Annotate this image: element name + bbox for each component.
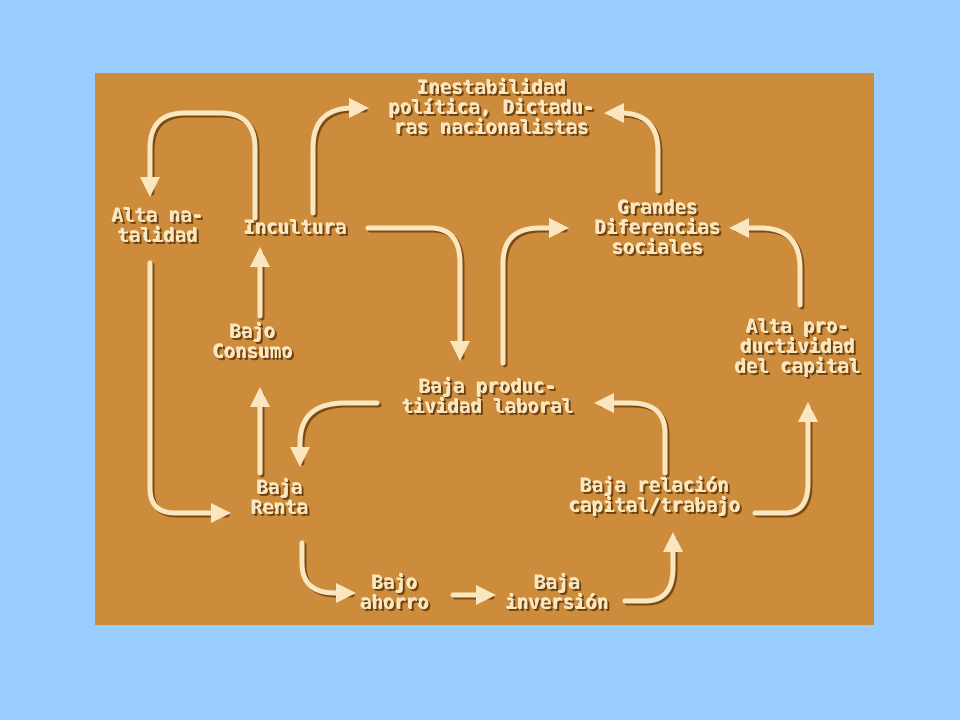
node-bajo-consumo: Bajo Consumo	[193, 322, 313, 362]
arrow-capital-to-diferencias	[729, 218, 803, 308]
node-baja-relacion-capital-trabajo: Baja relación capital/trabajo	[555, 476, 755, 516]
node-line: Alta na-	[112, 205, 204, 227]
node-baja-inversion: Baja inversión	[500, 573, 615, 613]
node-line: política, Dictadu-	[389, 97, 595, 119]
node-line: ras nacionalistas	[394, 117, 590, 139]
node-line: Baja produc-	[419, 376, 557, 398]
arrow-incultura-to-natalidad	[140, 110, 258, 221]
node-line: sociales	[612, 237, 704, 259]
arrow-natalidad-to-baja-renta	[147, 260, 231, 523]
arrow-natalidad-to-baja-renta-shadow	[149, 262, 230, 518]
node-bajo-ahorro: Bajo ahorro	[350, 573, 440, 613]
node-baja-productividad-laboral: Baja produc- tividad laboral	[383, 377, 593, 417]
arrow-incultura-to-inestabilidad-shadow	[312, 107, 368, 218]
node-baja-renta: Baja Renta	[235, 478, 325, 518]
arrow-renta-to-ahorro	[299, 540, 356, 603]
arrow-prod-laboral-to-renta	[290, 400, 380, 467]
arrow-prod-laboral-to-diferencias-shadow	[502, 227, 568, 368]
node-line: talidad	[117, 225, 199, 247]
node-inestabilidad-politica: Inestabilidad política, Dictadu- ras nac…	[377, 78, 607, 138]
node-line: capital/trabajo	[569, 495, 741, 517]
node-line: Baja relación	[580, 475, 730, 497]
node-line: Alta pro-	[746, 316, 850, 338]
node-line: Inestabilidad	[417, 77, 567, 99]
node-line: inversión	[506, 592, 609, 614]
node-line: Diferencias	[595, 217, 721, 239]
arrow-relacion-to-prod-laboral-shadow	[599, 402, 670, 478]
arrows-layer	[140, 98, 818, 606]
node-grandes-diferencias-sociales: Grandes Diferencias sociales	[578, 198, 738, 258]
node-line: del capital	[735, 356, 861, 378]
node-alta-productividad-capital: Alta pro- ductividad del capital	[723, 317, 873, 377]
arrow-relacion-to-capital	[752, 402, 818, 516]
arrow-incultura-to-inestabilidad	[310, 98, 369, 216]
node-line: Consumo	[212, 341, 294, 363]
node-line: Incultura	[244, 217, 347, 239]
arrow-incultura-to-prod-laboral	[365, 225, 470, 361]
node-line: Baja	[534, 572, 581, 594]
node-alta-natalidad: Alta na- talidad	[97, 206, 219, 246]
node-line: ductividad	[740, 336, 856, 358]
arrow-inversion-to-relacion	[622, 532, 683, 604]
node-line: Renta	[251, 497, 309, 519]
node-line: Grandes	[617, 197, 699, 219]
node-line: tividad laboral	[402, 396, 574, 418]
node-line: Bajo	[372, 572, 418, 594]
arrow-incultura-to-prod-laboral-shadow	[367, 227, 465, 360]
arrow-prod-laboral-to-diferencias	[500, 218, 569, 366]
arrow-relacion-to-prod-laboral	[594, 393, 668, 476]
arrow-diferencias-to-inestabilidad	[604, 103, 661, 194]
arrow-relacion-to-capital-shadow	[754, 407, 813, 518]
node-line: Baja	[257, 477, 303, 499]
node-line: ahorro	[360, 592, 430, 614]
node-incultura: Incultura	[233, 218, 358, 238]
node-line: Bajo	[230, 321, 276, 343]
diagram-panel: Inestabilidad política, Dictadu- ras nac…	[95, 73, 874, 625]
